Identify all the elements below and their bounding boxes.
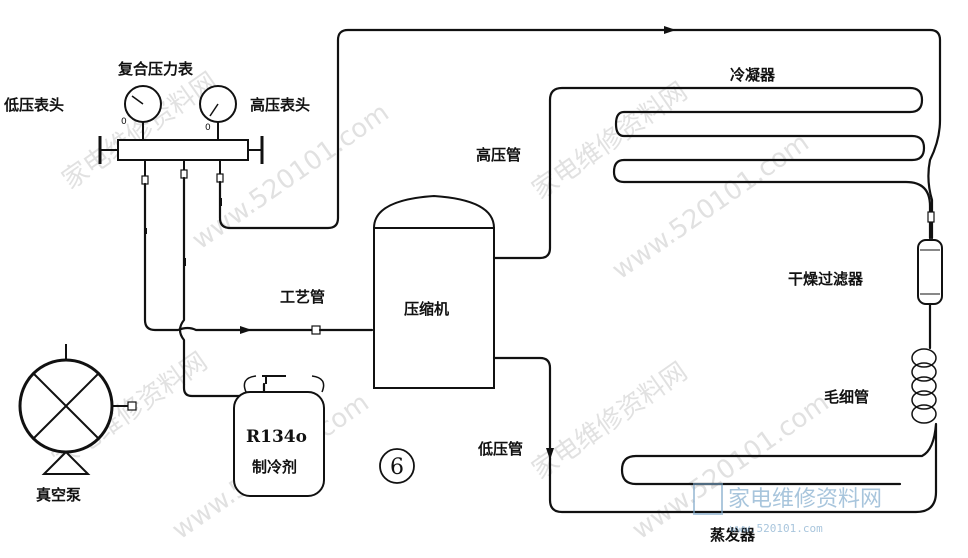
low-pressure-gauge-icon: 0 [121,85,162,127]
evaporator-label: 蒸发器 [710,526,756,544]
refrigerant-cylinder: R134o 制冷剂 [233,375,325,497]
watermark-cn-4: 家电维修资料网 [527,357,693,486]
watermark-logo-url: www.520101.com [730,522,823,535]
low-pipe-label: 低压管 [477,440,523,458]
condenser-label: 冷凝器 [730,66,776,84]
svg-text:6: 6 [390,455,404,480]
high-pipe-label: 高压管 [476,146,521,164]
capillary-label: 毛细管 [824,388,869,406]
watermark-logo: 家电维修资料网 www.520101.com [693,483,882,535]
high-gauge-label: 高压表头 [250,96,310,114]
compound-gauge-label: 复合压力表 [117,60,194,78]
high-side-hose [218,28,942,240]
refrigerant-type: 制冷剂 [252,458,297,476]
watermark-url-2: www.520101.com [607,128,815,286]
compressor-label: 压缩机 [404,300,449,318]
high-pressure-pipe [492,86,932,260]
svg-text:0: 0 [205,123,211,133]
drier-filter-label: 干燥过滤器 [788,270,864,288]
refrigerant-hose [178,176,266,398]
compound-gauge-manifold: 0 0 [98,85,264,185]
vacuum-pump [18,344,137,475]
high-pressure-gauge-icon: 0 [199,85,237,133]
low-pressure-pipe [492,356,938,514]
compressor: 压缩机 [372,194,496,389]
svg-text:0: 0 [121,117,127,127]
watermark-cn-2: 家电维修资料网 [527,77,693,206]
figure-number: 6 [379,448,415,484]
capillary-coil [911,348,937,424]
watermark-logo-cn: 家电维修资料网 [728,487,882,512]
low-gauge-label: 低压表头 [3,96,64,114]
drier-filter [917,211,943,350]
low-side-hose [143,182,320,332]
vacuum-pump-label: 真空泵 [36,486,81,504]
process-pipe-label: 工艺管 [280,288,325,306]
refrigerant-name: R134o [246,427,307,447]
